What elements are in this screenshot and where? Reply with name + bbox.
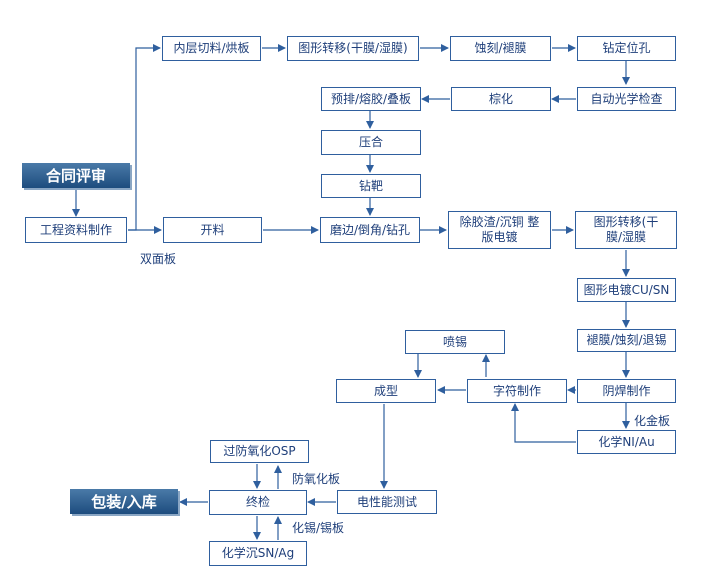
target-drill-node: 钻靶	[321, 174, 421, 198]
press-node: 压合	[321, 130, 421, 155]
gold-board-label: 化金板	[634, 414, 671, 428]
drill-locate-node: 钻定位孔	[577, 36, 676, 61]
hasl-node: 喷锡	[405, 330, 505, 354]
edge-drill-node: 磨边/倒角/钻孔	[320, 217, 420, 243]
solder-mask-node: 阴焊制作	[577, 379, 676, 403]
enig-node: 化学NI/Au	[577, 430, 676, 454]
pattern-plating-node: 图形电镀CU/SN	[577, 278, 676, 302]
legend-node: 字符制作	[467, 379, 567, 403]
tin-board-label: 化锡/锡板	[292, 521, 345, 535]
anti-ox-board-label: 防氧化板	[292, 472, 341, 486]
desmear-node: 除胶渣/沉铜 整版电镀	[448, 211, 551, 249]
brown-oxide-node: 棕化	[451, 87, 551, 111]
etch-strip-1-node: 蚀刻/褪膜	[450, 36, 551, 61]
e-test-node: 电性能测试	[337, 490, 437, 514]
engineering-docs-node: 工程资料制作	[25, 217, 127, 243]
pattern-transfer-2-node: 图形转移(干 膜/湿膜	[575, 211, 677, 249]
strip-etch-node: 褪膜/蚀刻/退锡	[577, 329, 676, 352]
profile-node: 成型	[336, 379, 436, 403]
final-inspection-node: 终检	[209, 490, 307, 515]
pack-node: 包装/入库	[70, 489, 178, 514]
aoi-node: 自动光学检查	[577, 87, 676, 111]
osp-node: 过防氧化OSP	[210, 440, 309, 463]
double-sided-label: 双面板	[140, 252, 177, 266]
cutting-node: 开料	[163, 217, 262, 243]
inner-cut-node: 内层切料/烘板	[162, 36, 261, 61]
contract-review-node: 合同评审	[22, 163, 130, 188]
immersion-node: 化学沉SN/Ag	[209, 541, 307, 566]
prelay-node: 预排/熔胶/叠板	[321, 87, 421, 111]
pattern-transfer-1-node: 图形转移(干膜/湿膜)	[287, 36, 419, 61]
